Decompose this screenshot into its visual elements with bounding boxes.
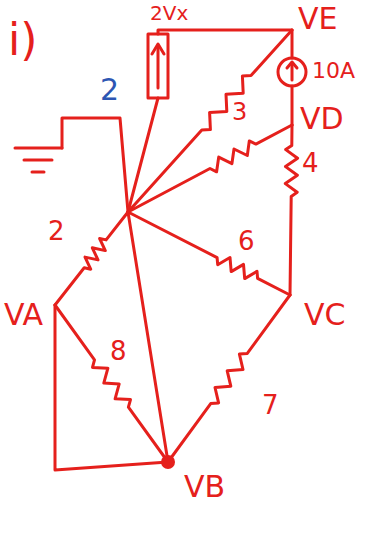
node-label: VA bbox=[4, 300, 43, 330]
source-label: 2Vx bbox=[150, 3, 188, 23]
ground-symbol bbox=[24, 159, 52, 162]
wire bbox=[291, 86, 294, 125]
value-label: 7 bbox=[262, 392, 279, 418]
source-label: 10A bbox=[312, 60, 355, 82]
source-arrow bbox=[152, 44, 164, 54]
source-arrow bbox=[287, 62, 297, 68]
value-label: 8 bbox=[110, 338, 127, 364]
resistor-symbol bbox=[55, 305, 168, 462]
resistor-symbol bbox=[168, 295, 290, 462]
wire bbox=[128, 212, 168, 462]
wire bbox=[158, 30, 292, 34]
node-label: VE bbox=[298, 4, 337, 34]
value-label: 3 bbox=[232, 100, 247, 124]
current-source bbox=[278, 58, 306, 86]
resistor-symbol bbox=[55, 212, 128, 305]
node-label: VB bbox=[184, 472, 225, 502]
resistor-symbol bbox=[128, 30, 292, 212]
ground-symbol bbox=[32, 171, 44, 174]
value-label: 6 bbox=[238, 228, 255, 254]
ground-wire bbox=[62, 118, 128, 212]
ground-symbol bbox=[15, 147, 62, 150]
node-label: VD bbox=[300, 104, 344, 134]
node-dot bbox=[161, 455, 175, 469]
value-label: 2 bbox=[100, 75, 119, 105]
source-arrow bbox=[157, 46, 160, 88]
part-label: i) bbox=[8, 18, 37, 62]
node-label: VC bbox=[304, 300, 345, 330]
wire bbox=[291, 30, 294, 58]
dependent-source bbox=[148, 34, 168, 98]
value-label: 4 bbox=[302, 150, 319, 176]
wire bbox=[55, 305, 168, 470]
resistor-symbol bbox=[285, 125, 297, 295]
resistor-symbol bbox=[128, 212, 290, 295]
value-label: 2 bbox=[48, 218, 65, 244]
resistor-symbol bbox=[128, 125, 292, 212]
